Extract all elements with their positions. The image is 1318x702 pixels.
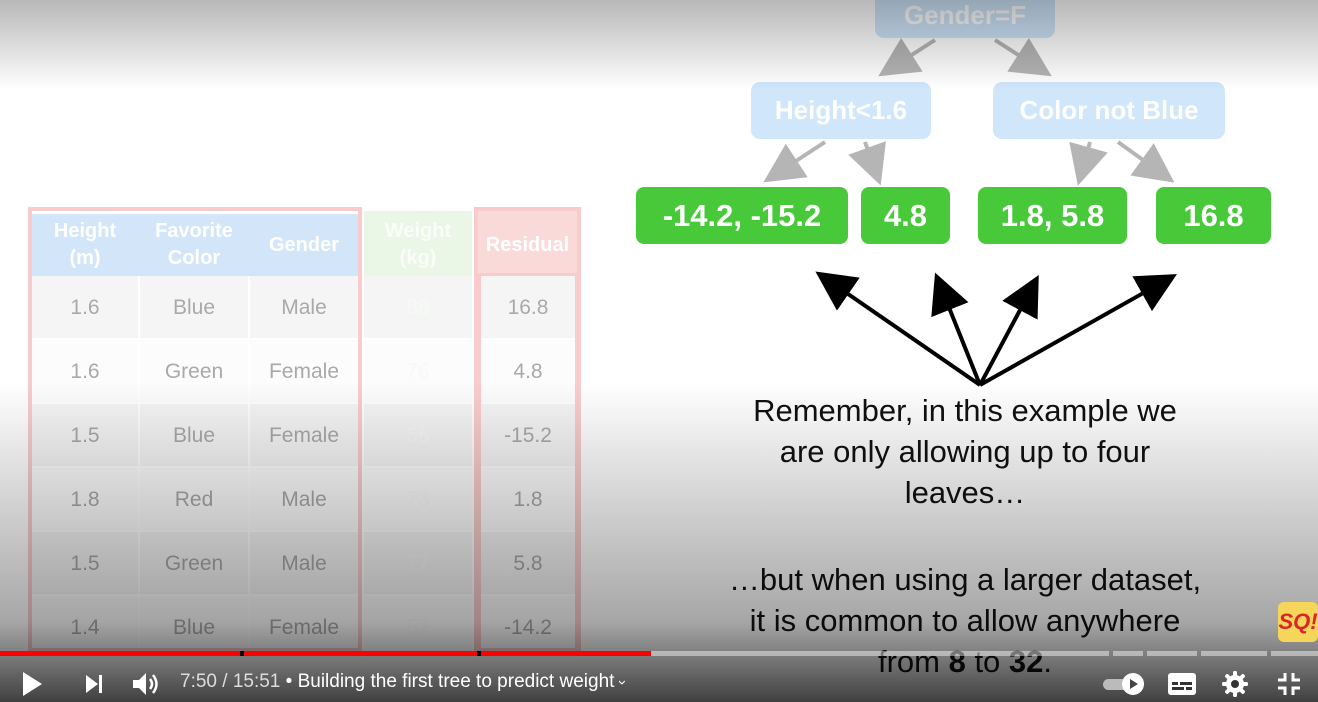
cell-background: [140, 276, 248, 338]
header-text: Color: [167, 247, 221, 269]
caption-line: from 8 to 32.: [690, 641, 1240, 682]
table-cell-weight: 88: [406, 296, 430, 319]
tree-root-node: Gender=F: [875, 0, 1055, 38]
cell-background: [364, 276, 472, 338]
header-text: Favorite: [155, 220, 233, 242]
caption-line: it is common to allow anywhere: [749, 603, 1181, 638]
caption-text: .: [1043, 644, 1053, 679]
tree-leaf: 4.8: [861, 187, 950, 244]
play-icon: [23, 672, 42, 696]
caption-line: Remember, in this example we: [753, 393, 1177, 428]
subtitles-button[interactable]: [1164, 666, 1200, 702]
table-cell-residual: 4.8: [513, 360, 543, 383]
leaf-limit-caption: Remember, in this example we are only al…: [700, 390, 1230, 513]
chapter-segment[interactable]: [481, 651, 1109, 656]
subtitles-icon: [1168, 673, 1196, 695]
pointer-arrow: [978, 274, 1039, 386]
exit-fullscreen-icon: [1278, 673, 1300, 695]
next-button[interactable]: [76, 666, 112, 702]
pointer-arrow: [979, 274, 1177, 387]
column-header-height: Height (m): [32, 214, 138, 276]
volume-icon: [133, 673, 158, 695]
progress-played: [0, 651, 652, 656]
header-text: Height: [53, 220, 117, 242]
branch-arrow: [1069, 141, 1108, 186]
caption-bold-number: 8: [948, 644, 966, 679]
chapter-segment[interactable]: [1201, 651, 1267, 656]
column-header-residual: Residual: [485, 233, 570, 256]
table-cell-gender: Male: [281, 296, 327, 319]
progress-bar[interactable]: [0, 651, 1318, 656]
table-cell-gender: Female: [268, 360, 340, 383]
table-cell-color: Green: [164, 360, 224, 383]
branch-arrow: [878, 37, 937, 77]
column-header-weight: Weight (kg): [364, 214, 472, 276]
tree-leaf: 16.8: [1156, 187, 1271, 244]
channel-logo[interactable]: SQ!: [1278, 602, 1318, 642]
weight-header-bg: [364, 211, 472, 276]
chapter-segment[interactable]: [1271, 651, 1318, 656]
tree-leaf: 1.8, 5.8: [978, 187, 1127, 244]
header-text: (m): [69, 247, 101, 269]
settings-button[interactable]: [1217, 666, 1253, 702]
gear-icon: [1222, 671, 1248, 697]
caption-text: to: [965, 644, 1009, 679]
autoplay-toggle-icon: [1103, 673, 1144, 695]
pointer-arrow: [931, 272, 982, 386]
tree-node-color: Color not Blue: [993, 82, 1225, 139]
table-cell-height: 1.6: [70, 296, 100, 319]
branch-arrow: [993, 37, 1052, 77]
next-icon: [86, 675, 102, 693]
header-text: Weight: [384, 220, 452, 242]
chevron-right-icon[interactable]: ›: [613, 680, 631, 685]
chapter-title[interactable]: • Building the first tree to predict wei…: [280, 671, 615, 692]
branch-arrow: [763, 140, 827, 183]
time-separator: /: [216, 671, 233, 692]
cell-background: [480, 276, 576, 338]
table-cell-color: Blue: [172, 296, 216, 319]
cell-background: [250, 276, 358, 338]
volume-button[interactable]: [128, 666, 164, 702]
time-and-chapter: 7:50 / 15:51 • Building the first tree t…: [180, 671, 631, 693]
table-cell-residual: 16.8: [507, 296, 549, 319]
current-time: 7:50: [180, 671, 217, 692]
branch-arrow: [848, 141, 886, 186]
column-header-gender: Gender: [268, 233, 340, 256]
autoplay-toggle[interactable]: [1100, 666, 1148, 702]
residual-header-bg: [476, 211, 579, 276]
cell-background: [32, 276, 138, 338]
caption-line: …but when using a larger dataset,: [728, 562, 1202, 597]
table-cell-weight: 76: [406, 360, 430, 383]
chapter-gap: [240, 651, 244, 656]
tree-node-height: Height<1.6: [751, 82, 931, 139]
table-cell-height: 1.6: [70, 360, 100, 383]
exit-fullscreen-button[interactable]: [1271, 666, 1307, 702]
header-text: (kg): [399, 247, 437, 269]
pointer-arrow: [815, 271, 982, 387]
table-header-bg: [32, 214, 358, 276]
chapter-segment[interactable]: [1147, 651, 1197, 656]
larger-dataset-caption: …but when using a larger dataset, it is …: [690, 559, 1240, 682]
caption-bold-number: 32: [1008, 644, 1044, 679]
column-header-color: Favorite Color: [140, 214, 248, 276]
branch-arrow: [1116, 140, 1175, 183]
tree-leaf: -14.2, -15.2: [636, 187, 848, 244]
play-button[interactable]: [14, 666, 50, 702]
caption-line: leaves…: [904, 475, 1026, 510]
chapter-segment[interactable]: [1113, 651, 1143, 656]
caption-text: from: [877, 644, 949, 679]
caption-line: are only allowing up to four: [779, 434, 1151, 469]
chapter-gap: [477, 651, 481, 656]
duration: 15:51: [232, 671, 281, 692]
